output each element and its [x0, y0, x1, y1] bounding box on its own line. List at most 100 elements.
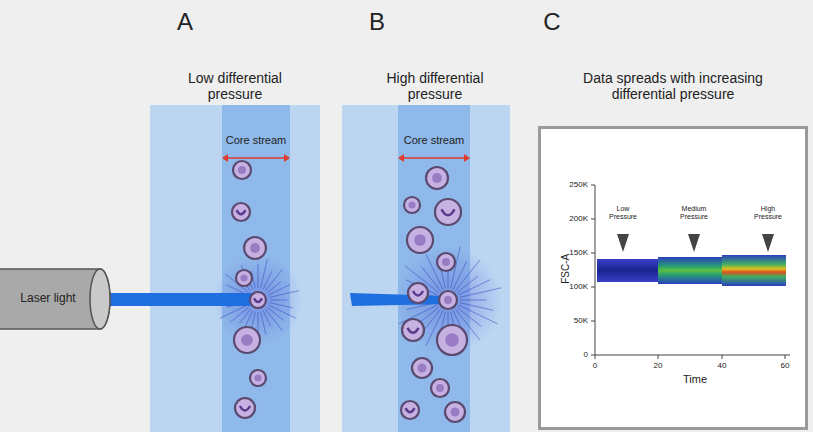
cell: [401, 401, 419, 419]
pressure-marker: High Pressure: [750, 205, 786, 221]
nucleus: [240, 274, 247, 281]
light-ray: [240, 309, 251, 323]
nucleus: [418, 364, 427, 373]
nucleus: [432, 173, 442, 183]
x-tick: [658, 355, 659, 359]
light-ray: [459, 280, 490, 295]
light-ray: [270, 300, 287, 301]
cell: [236, 270, 252, 286]
cell: [435, 199, 461, 225]
light-ray: [263, 311, 271, 327]
nucleus: [408, 201, 415, 208]
light-ray: [448, 253, 449, 288]
light-ray: [426, 311, 443, 346]
light-ray: [453, 262, 466, 290]
core-stream-label: Core stream: [394, 134, 474, 147]
light-ray: [406, 280, 437, 295]
light-ray: [241, 265, 253, 289]
cell: [232, 203, 250, 221]
cell: [235, 398, 255, 418]
light-ray: [460, 288, 502, 298]
light-ray: [238, 275, 251, 291]
cell: [244, 237, 266, 259]
light-ray: [226, 285, 247, 295]
light-ray: [241, 311, 253, 335]
light-ray: [457, 276, 478, 293]
cell: [439, 291, 457, 309]
nucleus: [241, 334, 253, 346]
light-ray: [258, 264, 259, 288]
light-ray: [251, 271, 255, 288]
y-tick-label: 200K: [552, 214, 588, 223]
x-tick-label: 0: [580, 361, 610, 370]
light-ray: [457, 307, 481, 326]
light-ray: [261, 259, 268, 288]
y-tick: [591, 253, 595, 254]
y-tick-label: 50K: [552, 316, 588, 325]
light-ray: [229, 293, 246, 297]
panel-heading: High differential pressure: [370, 70, 500, 102]
laser-source: Laser light: [0, 266, 112, 332]
y-tick: [591, 287, 595, 288]
light-ray: [251, 312, 256, 332]
y-tick: [591, 219, 595, 220]
axis-title: FSC-A: [560, 249, 572, 289]
nucleus: [408, 328, 419, 333]
light-ray: [226, 303, 246, 308]
nucleus: [238, 166, 246, 174]
light-ray: [270, 303, 293, 308]
panel-heading: Low differential pressure: [180, 70, 290, 102]
light-ray: [269, 305, 296, 318]
light-ray: [269, 285, 290, 295]
cell: [408, 283, 428, 303]
core-stream-label: Core stream: [216, 134, 296, 147]
light-ray: [410, 291, 436, 297]
light-ray: [230, 307, 249, 322]
cell: [250, 370, 266, 386]
pressure-marker: Low Pressure: [605, 205, 641, 221]
cell: [233, 161, 251, 179]
axis-title: Time: [665, 373, 725, 386]
nucleus: [254, 298, 262, 302]
cell: [437, 325, 467, 355]
cell: [431, 379, 449, 397]
x-tick-label: 60: [770, 361, 800, 370]
nucleus: [250, 243, 260, 253]
cell: [412, 358, 432, 378]
cell: [250, 292, 266, 308]
light-ray: [451, 246, 461, 288]
light-ray: [453, 311, 464, 335]
cell: [437, 253, 455, 271]
light-ray: [265, 309, 282, 330]
nucleus: [240, 406, 250, 411]
cell: [426, 167, 448, 189]
light-ray: [439, 312, 446, 342]
light-ray: [451, 312, 459, 346]
light-ray: [406, 303, 436, 310]
light-ray: [261, 312, 266, 335]
nucleus: [254, 374, 261, 381]
cylinder-body: [0, 269, 110, 329]
light-ray: [267, 282, 281, 293]
light-ray: [270, 291, 299, 298]
cylinder-end: [90, 269, 110, 329]
x-tick: [595, 355, 596, 359]
x-tick: [722, 355, 723, 359]
nucleus: [451, 408, 460, 417]
light-ray: [424, 309, 441, 330]
light-ray: [455, 260, 479, 290]
y-tick-label: 0: [552, 350, 588, 359]
light-ray: [263, 271, 272, 290]
cell: [402, 319, 424, 341]
cell: [445, 402, 465, 422]
laser-label: Laser light: [6, 292, 90, 306]
y-tick: [591, 321, 595, 322]
panel-letter: A: [170, 8, 200, 36]
light-ray: [460, 303, 494, 311]
light-ray: [459, 305, 498, 324]
chart-border: [538, 126, 808, 430]
y-tick-label: 250K: [552, 180, 588, 189]
pressure-marker: Medium Pressure: [674, 205, 714, 221]
light-ray: [267, 307, 283, 320]
x-tick-label: 20: [643, 361, 673, 370]
